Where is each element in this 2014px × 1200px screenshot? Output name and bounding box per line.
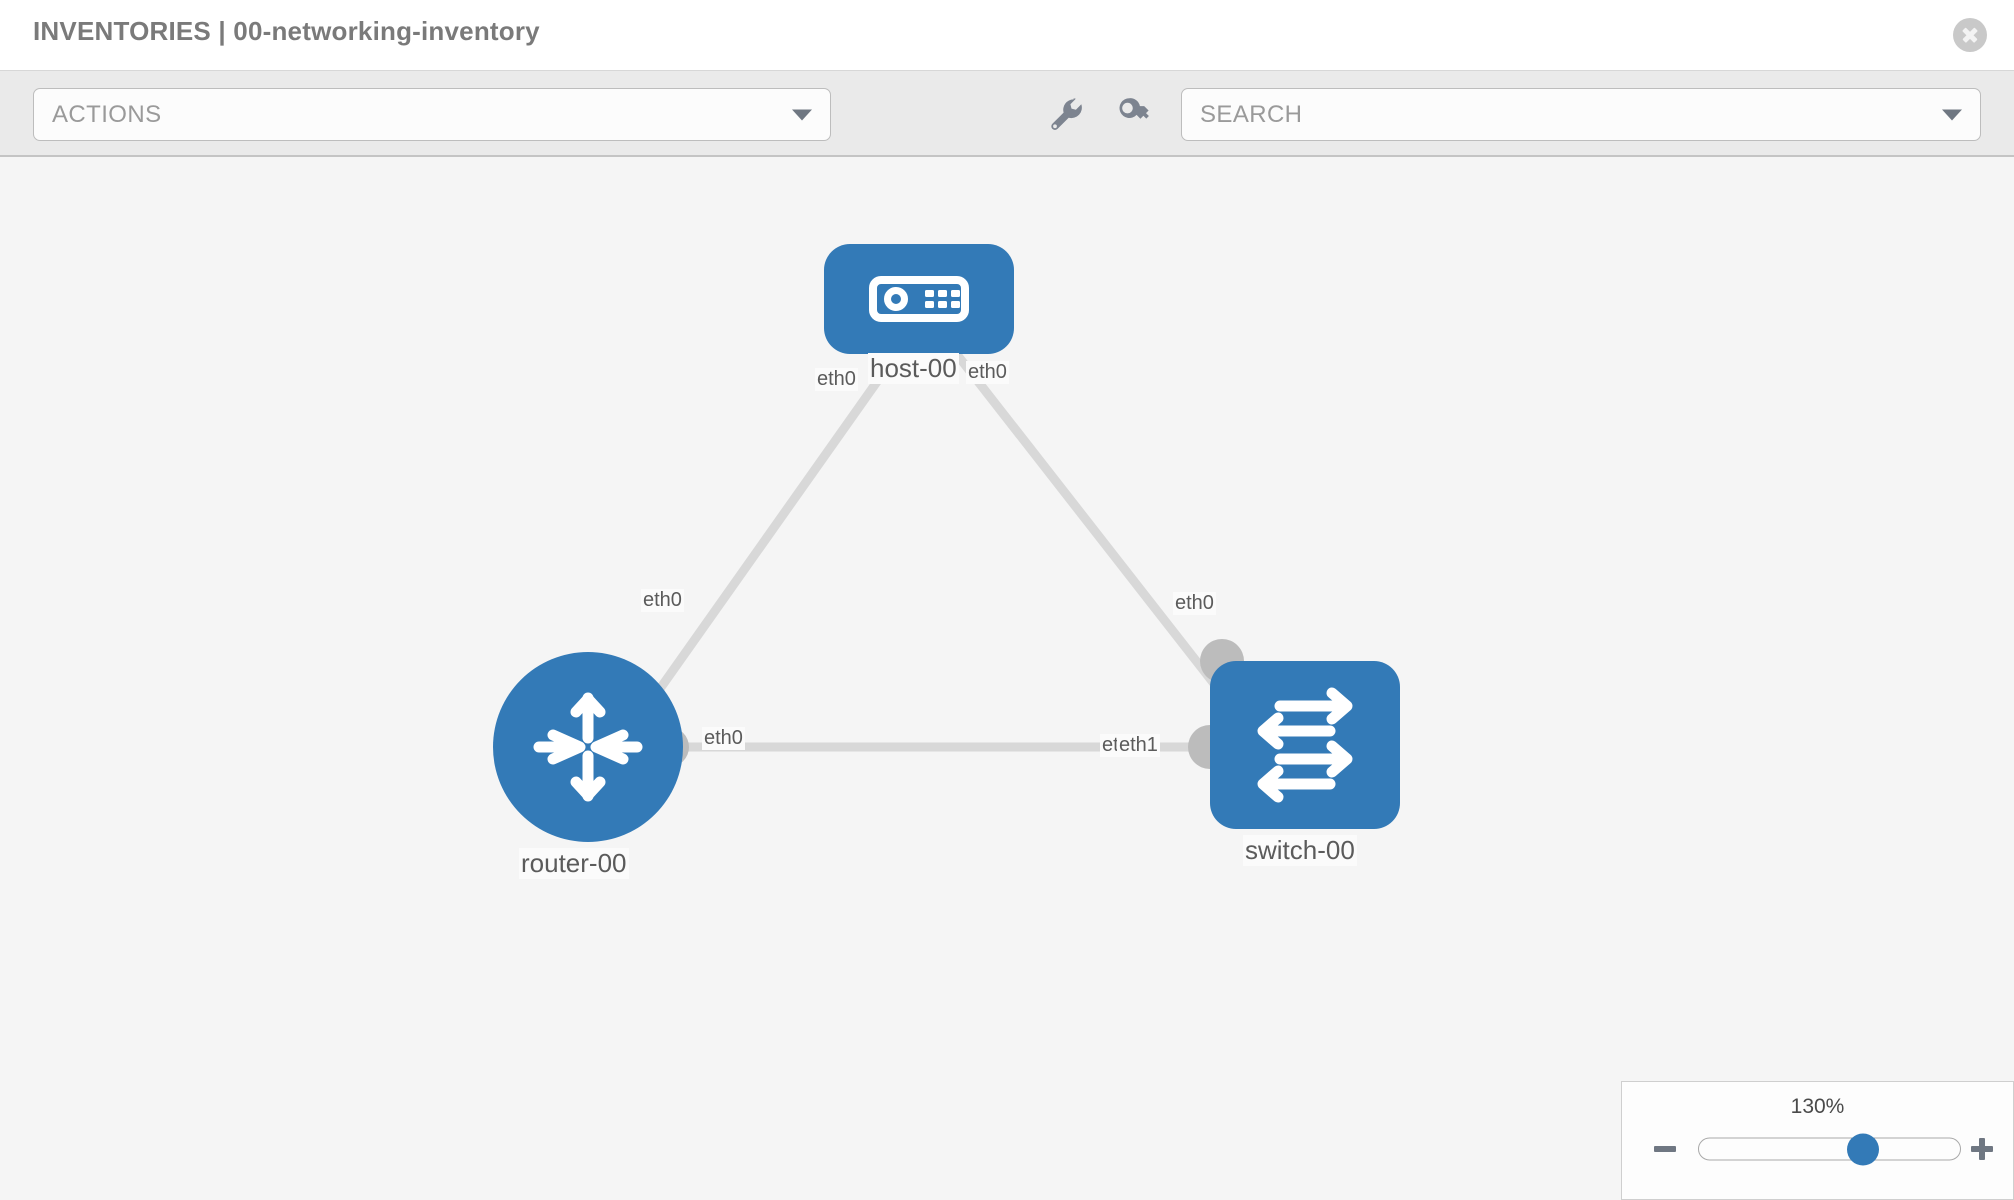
node-switch-00-label: switch-00 xyxy=(1243,835,1357,866)
link-host-switch xyxy=(950,347,1245,722)
zoom-slider-thumb[interactable] xyxy=(1847,1133,1880,1165)
wrench-icon[interactable] xyxy=(1043,93,1087,137)
port-label-router-top: eth0 xyxy=(641,589,684,612)
port-label-router-right: eth0 xyxy=(702,727,745,750)
node-router-00-shape[interactable] xyxy=(493,652,683,842)
node-host-00-shape[interactable] xyxy=(824,244,1014,354)
node-switch-00[interactable]: switch-00 eth0 eth0 eth1 xyxy=(1100,592,1400,866)
node-switch-00-shape[interactable] xyxy=(1210,661,1400,829)
topology-canvas[interactable]: host-00 eth0 eth0 router-00 eth0 eth0 xyxy=(0,157,2014,1200)
zoom-slider[interactable] xyxy=(1698,1133,1961,1165)
zoom-slider-row xyxy=(1622,1129,2013,1169)
actions-dropdown-label: ACTIONS xyxy=(52,100,162,128)
window-header: INVENTORIES | 00-networking-inventory xyxy=(0,0,2014,71)
close-icon[interactable] xyxy=(1953,18,1987,52)
link-host-router xyxy=(635,347,903,722)
chevron-down-icon xyxy=(792,109,812,120)
node-host-00[interactable]: host-00 eth0 eth0 xyxy=(815,244,1014,391)
key-icon[interactable] xyxy=(1112,93,1156,137)
node-router-00-label: router-00 xyxy=(519,848,629,879)
router-arrows-icon xyxy=(533,692,643,802)
search-input[interactable]: SEARCH xyxy=(1181,88,1981,141)
node-router-00[interactable]: router-00 eth0 eth0 xyxy=(493,589,745,879)
search-placeholder: SEARCH xyxy=(1200,100,1303,128)
zoom-in-button[interactable] xyxy=(1968,1135,1996,1163)
zoom-out-button[interactable] xyxy=(1651,1135,1679,1163)
port-label-host-left: eth0 xyxy=(815,368,858,391)
zoom-control-panel: 130% xyxy=(1621,1081,2014,1200)
toolbar: ACTIONS SEARCH xyxy=(0,71,2014,157)
port-label-host-right: eth0 xyxy=(966,361,1009,384)
zoom-level-value: 130% xyxy=(1790,1095,1845,1118)
chevron-down-icon xyxy=(1942,109,1962,120)
actions-dropdown[interactable]: ACTIONS xyxy=(33,88,831,141)
port-label-switch-left-front: eth1 xyxy=(1117,734,1160,757)
server-icon xyxy=(869,276,969,322)
node-host-00-label: host-00 xyxy=(868,353,959,384)
switch-arrows-icon xyxy=(1257,687,1353,803)
page-title: INVENTORIES | 00-networking-inventory xyxy=(33,16,540,46)
port-label-switch-top: eth0 xyxy=(1173,592,1216,615)
